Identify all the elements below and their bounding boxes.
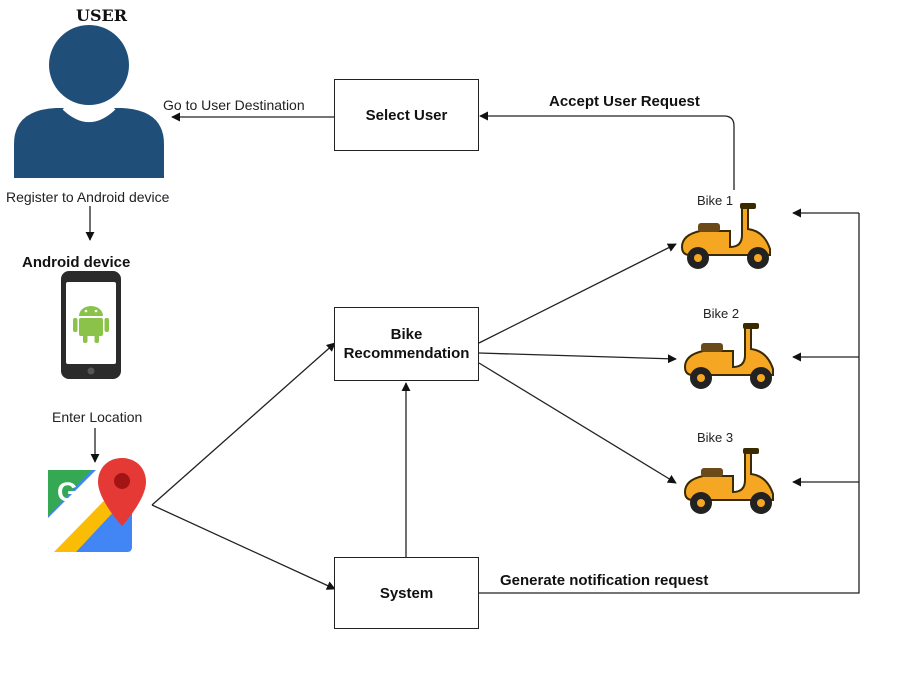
bike-recommendation-label-line2: Recommendation: [343, 345, 470, 362]
accept-request-label: Accept User Request: [549, 93, 700, 110]
arrow-maps-to-recommendation: [151, 342, 336, 506]
arrow-maps-to-system: [151, 504, 336, 590]
svg-text:G: G: [57, 477, 78, 507]
google-maps-icon: G: [48, 458, 146, 552]
arrow-recommendation-to-bike2: [478, 352, 677, 364]
go-to-destination-label: Go to User Destination: [163, 97, 305, 113]
select-user-label: Select User: [365, 106, 448, 124]
arrow-recommendation-to-bike3: [478, 362, 677, 484]
scooter-icon: [680, 203, 771, 269]
system-box: System: [334, 557, 479, 629]
register-label: Register to Android device: [6, 189, 170, 205]
android-phone-icon: [61, 271, 121, 379]
enter-location-label: Enter Location: [52, 409, 143, 425]
user-title: USER: [76, 6, 127, 25]
scooter-icon: [683, 448, 774, 514]
bike-recommendation-label-line1: Bike: [390, 326, 423, 343]
scooter-icon: [683, 323, 774, 389]
arrow-bike1-to-select-user: [479, 111, 735, 190]
arrow-recommendation-to-bike1: [478, 243, 677, 344]
system-label: System: [379, 584, 434, 602]
bike-3-label: Bike 3: [697, 430, 734, 445]
bike-1-label: Bike 1: [697, 193, 734, 208]
bike-recommendation-box: Bike Recommendation: [334, 307, 479, 381]
user-avatar-icon: [14, 25, 164, 178]
android-device-label: Android device: [22, 254, 131, 271]
generate-notification-label: Generate notification request: [500, 572, 709, 589]
bike-2-label: Bike 2: [703, 306, 740, 321]
notification-bus: [478, 213, 860, 594]
select-user-box: Select User: [334, 79, 479, 151]
